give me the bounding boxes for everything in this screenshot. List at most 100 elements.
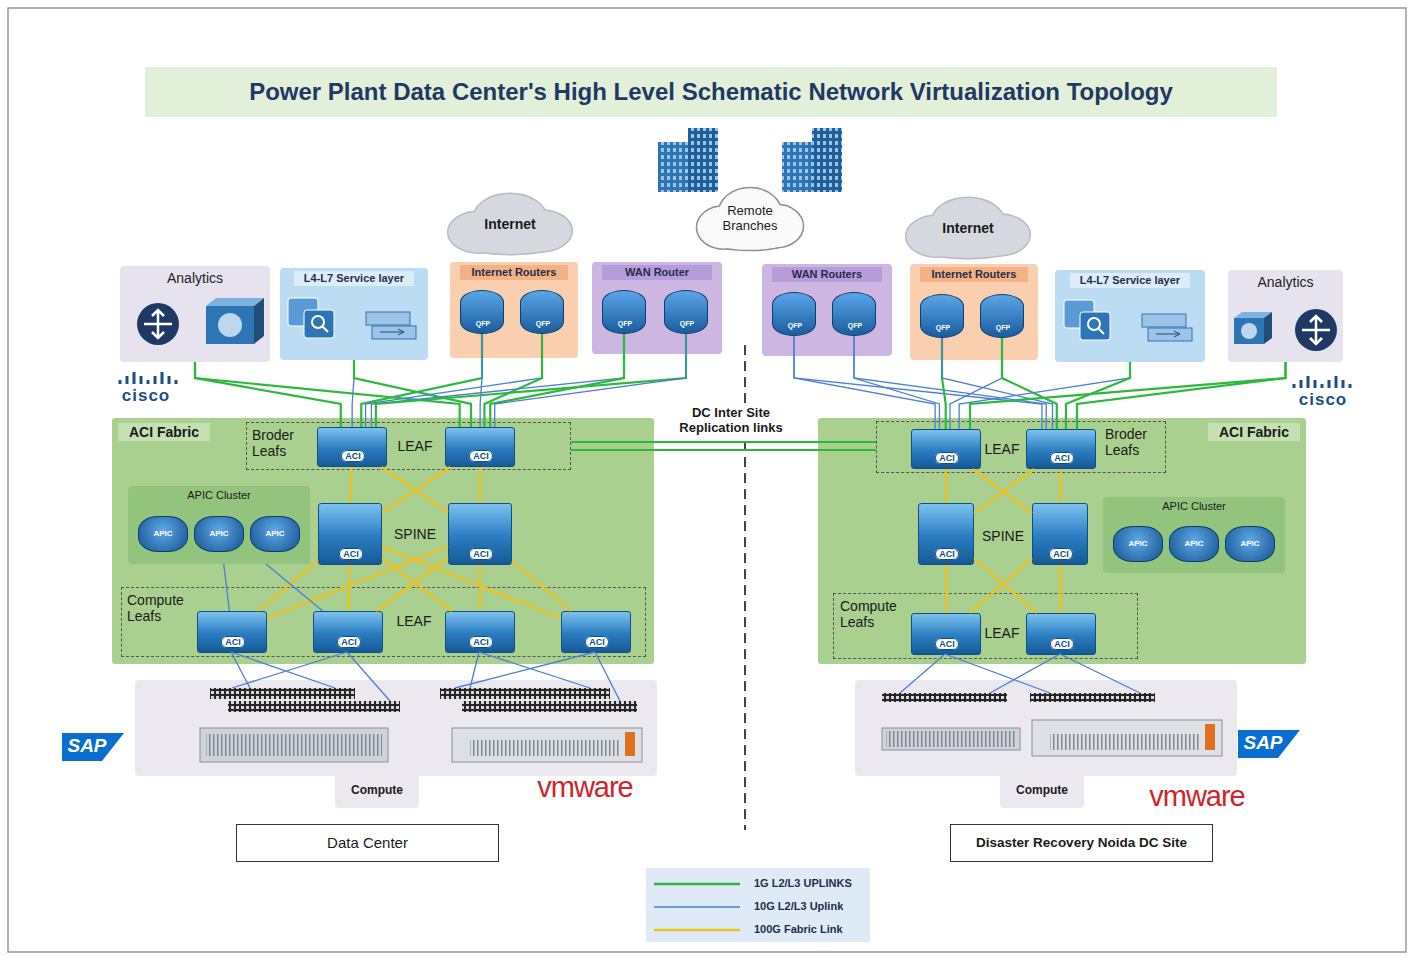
node-text: APIC	[1128, 539, 1147, 548]
text-holder: APIC	[139, 517, 187, 551]
text-holder: ACI	[446, 451, 516, 461]
text-holder: Internet Routers	[460, 265, 568, 280]
uplink	[361, 334, 482, 427]
aci-switch: ACI	[1026, 613, 1096, 655]
cloud-shape: Internet	[440, 190, 580, 258]
text-holder: Data Center	[237, 825, 498, 861]
vendor-logo-text: cisco	[122, 386, 170, 405]
uplink	[854, 336, 939, 429]
label-holder: SAP	[62, 735, 112, 757]
layout-path	[1294, 376, 1350, 388]
text-holder: ACI Fabric	[118, 423, 210, 441]
layout-rect	[366, 312, 410, 325]
uplink	[970, 362, 1286, 429]
text-holder: Broder Leafs	[1105, 426, 1165, 458]
connector-layer	[195, 334, 1286, 618]
text-holder: Remote Branches	[690, 184, 810, 254]
cloud-shape: Internet	[898, 194, 1038, 262]
legend-sample	[646, 898, 746, 916]
layout-rect	[462, 701, 637, 712]
label-holder: LEAF	[980, 625, 1024, 641]
leaf-group: Compute LeafsACIACIACIACI	[121, 587, 646, 657]
node-text: Analytics	[1257, 274, 1313, 290]
uplink	[366, 334, 542, 427]
text-holder: ACI Fabric	[1208, 423, 1300, 441]
uplink	[1002, 338, 1057, 429]
fabric-link	[224, 564, 230, 611]
device-group: Internet RoutersQFPQFP	[910, 264, 1038, 360]
node-text: APIC	[1240, 539, 1259, 548]
text-holder: Analytics	[120, 270, 270, 286]
node-text: QFP	[536, 320, 550, 327]
layout-path	[380, 329, 404, 335]
layout-path	[1302, 316, 1330, 344]
router-icon: QFP	[772, 292, 816, 336]
fabric-link	[347, 565, 350, 611]
text-holder: ACI	[1027, 639, 1097, 649]
vendor-logo-text: cisco	[1299, 390, 1347, 409]
uplink	[794, 336, 935, 429]
fabric-link	[1059, 469, 1062, 503]
replication-link	[571, 441, 876, 443]
aci-switch: ACI	[1032, 503, 1088, 565]
node-text: ACI	[469, 636, 493, 648]
fabric-region: ACI Fabric Broder LeafsACI ACI APIC Cluster…	[112, 418, 654, 664]
node-text: Compute	[1016, 783, 1068, 797]
fabric-link	[970, 559, 1032, 613]
layout-rect	[470, 740, 620, 756]
label-holder: LEAF	[978, 441, 1026, 457]
layout-rect	[1032, 720, 1222, 756]
layout-rect	[882, 693, 1007, 702]
router-icon: QFP	[664, 290, 708, 334]
node-text: ACI	[337, 636, 361, 648]
service-icon	[288, 298, 1192, 341]
text-holder: Analytics	[1228, 274, 1343, 290]
text-holder: WAN Router	[602, 265, 712, 280]
sap-logo	[62, 733, 124, 761]
text-holder: Disaster Recovery Noida DC Site	[951, 825, 1212, 861]
text-holder: Internet Routers	[920, 267, 1028, 282]
tier-label: SPINE	[394, 526, 436, 542]
layout-rect	[782, 142, 812, 192]
node-text: Broder Leafs	[252, 427, 294, 459]
fabric-link	[974, 469, 1034, 513]
server-rack	[200, 688, 1222, 762]
node-text: Remote Branches	[714, 204, 786, 234]
legend-row: 100G Fabric Link	[646, 921, 870, 939]
uplink	[480, 334, 482, 427]
cloud-shape: Remote Branches	[690, 184, 810, 254]
aci-switch: ACI	[197, 611, 267, 653]
fabric-link	[974, 558, 1037, 613]
text-holder: QFP	[603, 320, 647, 328]
layout-rect	[206, 734, 382, 756]
text-holder: ACI	[912, 453, 982, 463]
layout-rect	[440, 688, 610, 699]
fabric-link	[382, 547, 561, 618]
layout-rect	[462, 701, 637, 712]
controller-cluster: APIC ClusterAPICAPICAPIC	[128, 486, 310, 564]
router-icon: QFP	[520, 290, 564, 334]
edge-label: DC Inter Site Replication links	[679, 405, 782, 435]
aci-switch: ACI	[561, 611, 631, 653]
node-text: Compute	[351, 783, 403, 797]
aci-switch: ACI	[1026, 429, 1096, 469]
label-holder: LEAF	[386, 613, 442, 629]
apic-controller: APIC	[1169, 526, 1219, 562]
layout-path	[1156, 331, 1180, 337]
edge-label-holder: DC Inter Site Replication links	[656, 405, 806, 437]
uplink	[376, 334, 686, 427]
node-text: ACI	[341, 450, 365, 462]
layout-rect	[658, 142, 688, 192]
node-text: ACI	[935, 638, 959, 650]
tier-label: LEAF	[984, 625, 1019, 641]
fabric-link	[257, 561, 318, 611]
layout-rect	[452, 728, 642, 762]
text-holder: QFP	[521, 320, 565, 328]
uplink	[195, 362, 341, 427]
text-holder: APIC	[1226, 527, 1274, 561]
layout-path	[322, 326, 328, 332]
fabric-link	[479, 565, 481, 611]
tier-label: LEAF	[397, 438, 432, 454]
text-holder: QFP	[665, 320, 709, 328]
